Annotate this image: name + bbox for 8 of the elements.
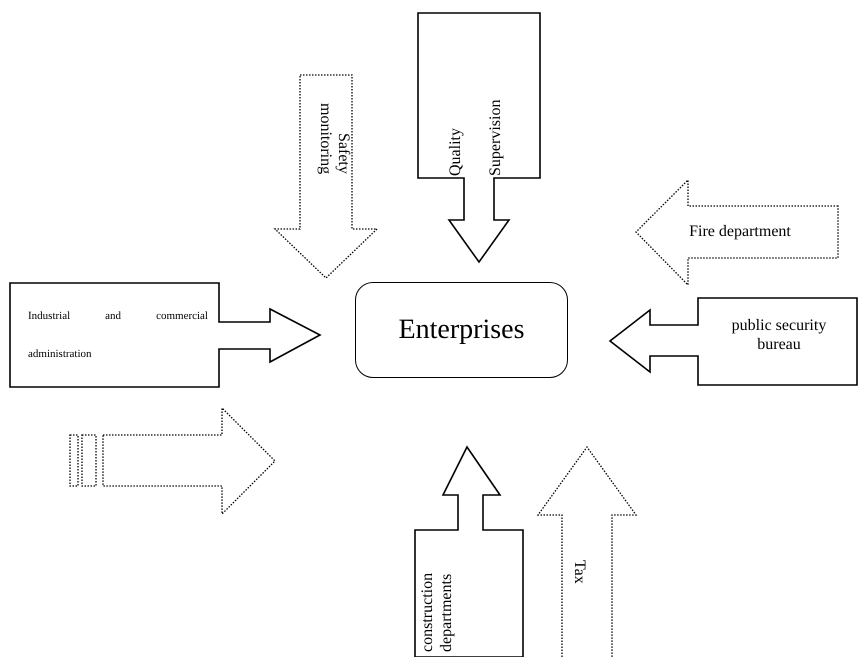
arrow-label: construction departments xyxy=(418,572,456,652)
arrow-label: Fire department xyxy=(688,222,792,242)
arrow-label: Quality Supervision xyxy=(446,98,505,176)
arrow-label: Tax xyxy=(570,560,588,586)
arrow-label: Industrial and commercial administration xyxy=(28,309,208,362)
arrow-label: Safety monitoring xyxy=(316,102,352,174)
rounded-box: Enterprises xyxy=(355,282,568,378)
arrow-label: public security bureau xyxy=(730,316,828,355)
